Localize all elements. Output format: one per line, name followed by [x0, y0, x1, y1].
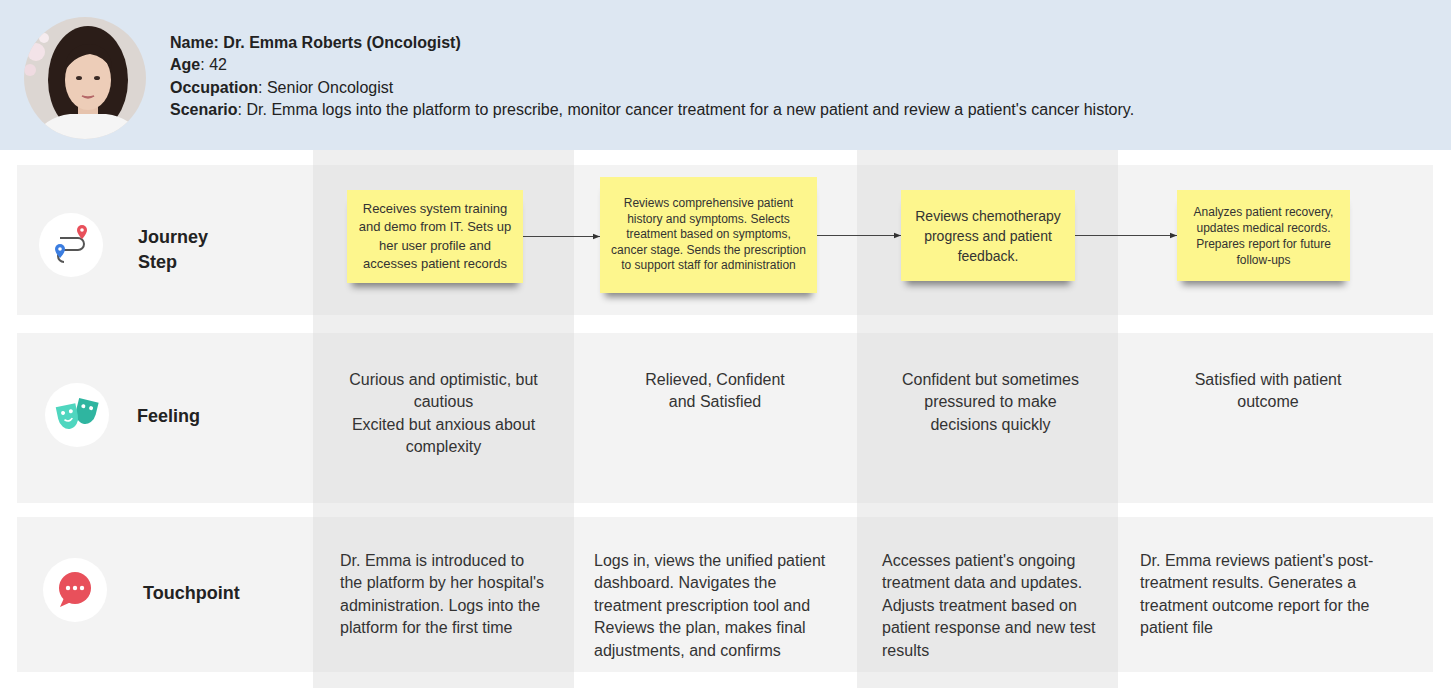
avatar-hair — [48, 26, 128, 134]
mask-eye — [69, 409, 74, 414]
field-label: Scenario — [170, 101, 238, 118]
info-line: Scenario: Dr. Emma logs into the platfor… — [170, 99, 1134, 122]
icon-circle — [39, 213, 103, 277]
avatar-neck — [78, 100, 98, 124]
cell-text: Satisfied with patient outcome — [1173, 369, 1363, 414]
sticky-note: Reviews chemotherapy progress and patien… — [901, 190, 1075, 281]
row-title: Journey Step — [138, 225, 233, 275]
avatar-photo — [20, 14, 150, 150]
row-cell: Curious and optimistic, but cautiousExci… — [331, 369, 556, 459]
cell-text: Logs in, views the unified patient dashb… — [594, 550, 846, 663]
row-cell: Dr. Emma reviews patient's post-treatmen… — [1140, 550, 1402, 640]
field-value: : Dr. Emma Roberts (Oncologist) — [214, 34, 461, 51]
icon-circle — [43, 558, 107, 622]
avatar-shirt — [28, 114, 148, 150]
info-line: Age: 42 — [170, 54, 227, 77]
sticky-note: Receives system training and demo from I… — [347, 190, 523, 283]
map-pin-dot — [80, 228, 84, 232]
cell-text: Dr. Emma reviews patient's post-treatmen… — [1140, 550, 1402, 640]
row-cell: Confident but sometimes pressured to mak… — [893, 369, 1088, 437]
chat-dot — [80, 586, 84, 590]
cell-text: Curious and optimistic, but cautious — [331, 369, 556, 414]
info-line: Occupation: Senior Oncologist — [170, 77, 393, 100]
chat-dot — [66, 586, 70, 590]
map-pin — [77, 225, 87, 239]
connector-group — [523, 236, 1177, 237]
mask-eye — [61, 411, 66, 416]
cell-text: Relieved, Confident and Satisfied — [635, 369, 795, 414]
cell-text: Accesses patient's ongoing treatment dat… — [882, 550, 1104, 663]
blossom — [27, 43, 45, 61]
mask-mouth — [65, 418, 73, 422]
mask-shape — [73, 398, 98, 426]
row-cell: Logs in, views the unified patient dashb… — [594, 550, 846, 663]
map-pin-dot — [58, 247, 62, 251]
chat-dot — [73, 586, 77, 590]
row-title: Touchpoint — [143, 581, 263, 606]
cell-text: Confident but sometimes pressured to mak… — [893, 369, 1088, 437]
field-label: Age — [170, 56, 200, 73]
field-value: : 42 — [200, 56, 227, 73]
journey-row: Journey Step Receives system training and… — [17, 165, 1433, 315]
cell-text: Excited but anxious about complexity — [331, 414, 556, 459]
row-cell: Satisfied with patient outcome — [1173, 369, 1363, 414]
flow-arrow — [523, 236, 600, 237]
feeling-row: Feeling Curious and optimistic, but cauti… — [17, 333, 1433, 503]
avatar-eye — [94, 76, 100, 80]
mask-front — [56, 403, 81, 431]
row-heading: Touchpoint — [143, 581, 263, 606]
avatar-lips — [82, 96, 94, 98]
field-value: : Dr. Emma logs into the platform to pre… — [238, 101, 1135, 118]
mask-eye — [81, 404, 86, 409]
note-text: Analyzes patient recovery, updates medic… — [1185, 204, 1342, 268]
sticky-note: Analyzes patient recovery, updates medic… — [1177, 190, 1350, 281]
persona-header: Name: Dr. Emma Roberts (Oncologist)Age: … — [0, 0, 1451, 150]
row-title: Feeling — [137, 404, 237, 429]
blossom — [39, 33, 49, 43]
chat-icon — [43, 558, 107, 622]
row-cell: Dr. Emma is introduced to the platform b… — [340, 550, 548, 640]
row-heading: Feeling — [137, 404, 237, 429]
masks-icon — [45, 383, 109, 447]
journey-icon — [39, 213, 103, 277]
mask-shape — [56, 403, 81, 431]
field-label: Occupation — [170, 79, 258, 96]
flow-arrow — [817, 235, 901, 236]
row-cell: Relieved, Confident and Satisfied — [635, 369, 795, 414]
note-text: Receives system training and demo from I… — [355, 200, 515, 274]
note-text: Reviews chemotherapy progress and patien… — [909, 206, 1067, 266]
row-heading: Journey Step — [138, 225, 233, 275]
avatar-face — [65, 50, 111, 110]
avatar-eye — [76, 76, 82, 80]
touchpoint-row: Touchpoint Dr. Emma is introduced to the … — [17, 517, 1433, 672]
flow-arrow — [1075, 235, 1177, 236]
field-label: Name — [170, 34, 214, 51]
row-cell: Accesses patient's ongoing treatment dat… — [882, 550, 1104, 663]
chat-tail — [60, 598, 71, 607]
info-line: Name: Dr. Emma Roberts (Oncologist) — [170, 32, 461, 55]
mask-back — [73, 398, 98, 426]
note-text: Reviews comprehensive patient history an… — [607, 196, 810, 274]
cell-text: Dr. Emma is introduced to the platform b… — [340, 550, 548, 640]
field-value: : Senior Oncologist — [258, 79, 393, 96]
chat-bubble — [59, 572, 91, 604]
avatar-background — [20, 14, 150, 144]
sticky-note: Reviews comprehensive patient history an… — [600, 177, 817, 293]
icon-circle — [45, 383, 109, 447]
map-pin — [55, 244, 65, 258]
blossom — [24, 64, 36, 76]
avatar-fringe — [64, 44, 112, 72]
mask-eye — [89, 406, 94, 411]
route-line — [58, 238, 84, 262]
